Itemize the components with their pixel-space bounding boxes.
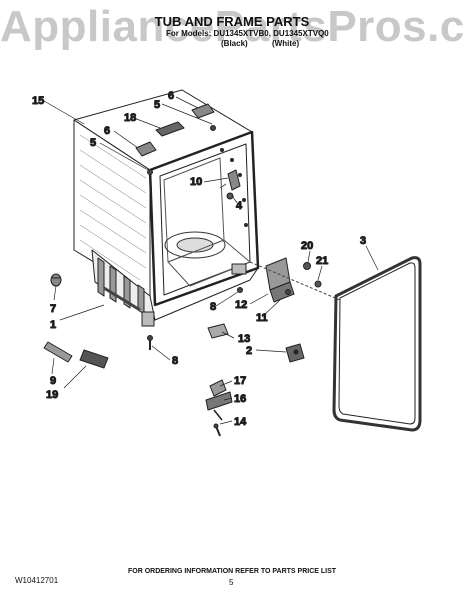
- callout-12: 12: [235, 299, 247, 311]
- callout-18: 18: [124, 112, 136, 124]
- side-parts: [219, 169, 241, 200]
- callout-2: 2: [246, 345, 252, 357]
- callout-1: 1: [50, 319, 56, 331]
- clip-assembly: [205, 379, 233, 437]
- callout-14: 14: [234, 416, 247, 428]
- callout-13: 13: [238, 333, 250, 345]
- variant-white: (White): [272, 39, 300, 48]
- callout-6: 6: [168, 90, 174, 102]
- ordering-info: FOR ORDERING INFORMATION REFER TO PARTS …: [127, 568, 337, 575]
- page-title: TUB AND FRAME PARTS: [154, 14, 310, 29]
- callout-15: 15: [32, 95, 44, 107]
- callout-20: 20: [301, 240, 313, 252]
- callout-labels: 15 6 5 18 6 5 10 4 7 1 8 20 21 3 12 11 1…: [32, 90, 367, 429]
- page-number: 5: [229, 578, 234, 587]
- variant-black: (Black): [221, 39, 248, 48]
- callout-8: 8: [172, 355, 178, 367]
- callout-17: 17: [234, 375, 246, 387]
- leader-lines: [43, 96, 379, 425]
- watermark: AppliancePartsPros.com: [0, 2, 464, 51]
- document-number: W10412701: [15, 576, 59, 585]
- callout-16: 16: [234, 393, 246, 405]
- callout-4: 4: [236, 200, 243, 212]
- callout-5: 5: [154, 99, 160, 111]
- door-gasket: [332, 256, 422, 432]
- callout-5: 5: [90, 137, 96, 149]
- bracket-assembly: [237, 257, 341, 303]
- callout-6: 6: [104, 125, 110, 137]
- callout-19: 19: [46, 389, 58, 401]
- callout-9: 9: [50, 375, 56, 387]
- base-frame: [91, 249, 259, 327]
- lower-screw: [147, 335, 153, 350]
- leveling-tool: [43, 341, 109, 369]
- callout-11: 11: [256, 312, 268, 324]
- callout-8: 8: [210, 301, 216, 313]
- callout-3: 3: [360, 235, 366, 247]
- callout-21: 21: [316, 255, 328, 267]
- small-brackets: [207, 323, 305, 363]
- callout-10: 10: [190, 176, 202, 188]
- top-brackets: [135, 103, 216, 175]
- model-numbers: For Models: DU1345XTVB0, DU1345XTVQ0: [166, 29, 329, 38]
- leveling-leg: [50, 273, 62, 287]
- callout-7: 7: [50, 303, 56, 315]
